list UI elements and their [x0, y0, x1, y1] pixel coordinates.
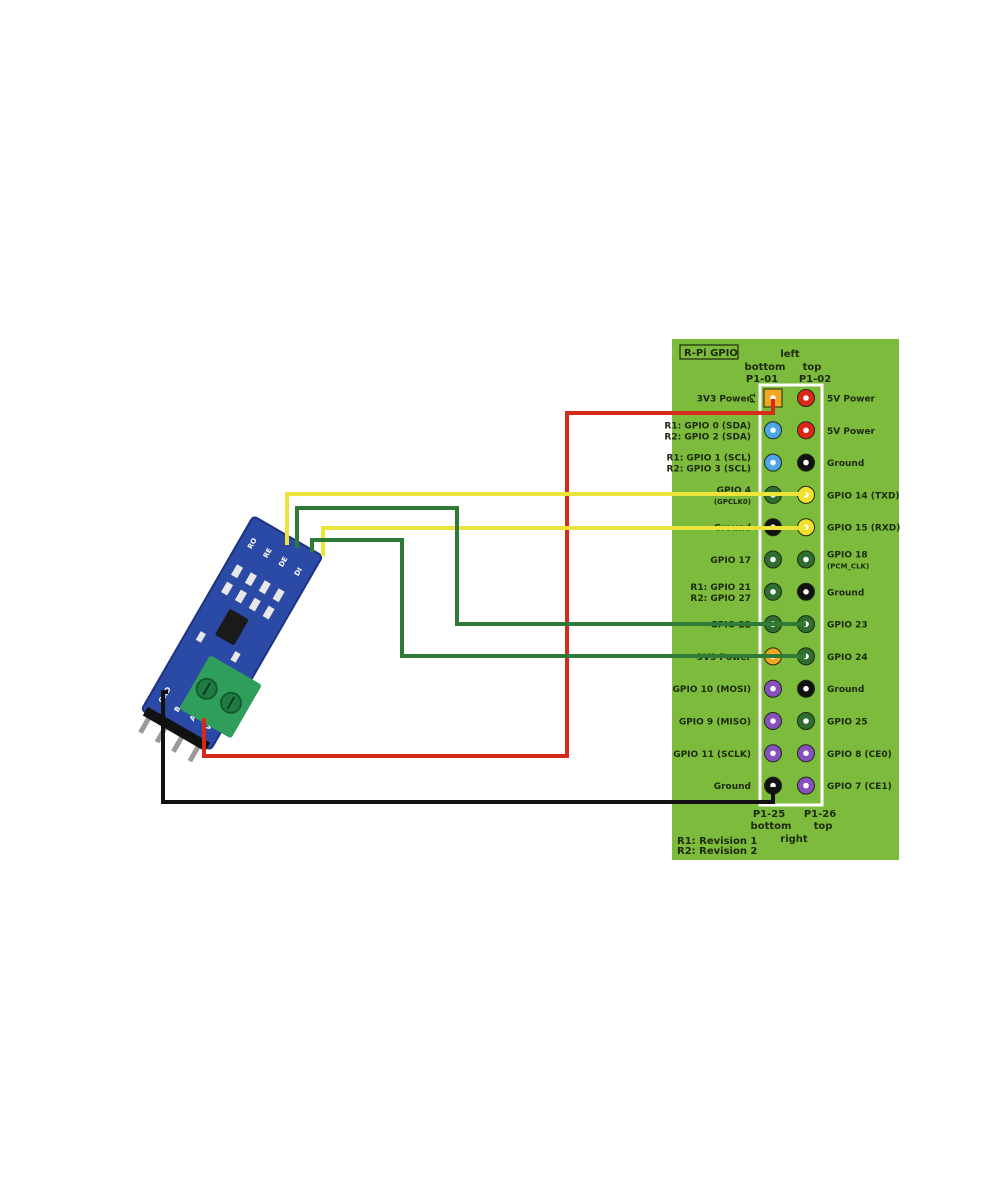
pin-right-label: GPIO 18 — [827, 551, 868, 561]
gpio-row: GPIO 11 (SCLK) GPIO 8 (CE0) — [673, 744, 892, 763]
pin-right-label: Ground — [827, 685, 864, 695]
gpio-row: R1: GPIO 1 (SCL)R2: GPIO 3 (SCL) Ground — [667, 453, 864, 475]
pin-p1-26-label: P1-26 — [804, 809, 836, 820]
footer-top-label: top — [814, 821, 833, 832]
pin-hole — [770, 589, 776, 595]
pin-label-b: B — [173, 705, 183, 714]
pin-hole — [770, 459, 776, 466]
wires — [161, 399, 806, 804]
gpio-row: GPIO 10 (MOSI) Ground — [673, 679, 864, 698]
pin-left-label: (GPCLK0) — [714, 498, 751, 506]
gpio-header: R-Pi GPIO left bottom top P1-01 P1-02 P1… — [664, 339, 900, 860]
pin-left-label: Ground — [714, 782, 751, 792]
orientation-bottom-label: bottom — [745, 362, 786, 373]
pin-hole — [770, 750, 776, 757]
pin-label-a: A — [188, 713, 198, 722]
gpio-title: R-Pi GPIO — [684, 348, 738, 359]
pin-hole — [770, 427, 776, 434]
pin-left-label: R2: GPIO 2 (SDA) — [664, 432, 751, 442]
orientation-top-label: top — [803, 362, 822, 373]
wire-ro-to-rxd — [321, 526, 806, 556]
pin-left-label: R1: GPIO 21 — [690, 583, 751, 593]
gpio-row: Ground GPIO 7 (CE1) — [714, 776, 892, 795]
gpio-row: 3V3 Power 5V Power — [697, 388, 876, 408]
pin-right-label: GPIO 7 (CE1) — [827, 782, 892, 792]
pin-header-outline — [758, 383, 824, 807]
pin-hole — [803, 395, 809, 401]
pin-hole — [803, 459, 809, 466]
pin-hole — [803, 556, 809, 563]
pin-label-di: DI — [293, 566, 304, 577]
gpio-row: GPIO 17 GPIO 18 (PCM_CLK) — [710, 550, 869, 571]
wire-vcc-to-3v3 — [202, 399, 775, 758]
module-header-pins — [138, 706, 211, 763]
pin-left-label: GPIO 4 — [717, 486, 751, 496]
pin-left-label: GPIO 17 — [710, 556, 751, 566]
pin-left-label: 3V3 Power — [697, 395, 752, 405]
pin-hole — [770, 685, 776, 692]
pin-right-label: Ground — [827, 459, 864, 469]
pin-hole — [803, 427, 809, 434]
pin-right-label: 5V Power — [827, 427, 876, 437]
pin-left-label: R2: GPIO 3 (SCL) — [667, 465, 752, 475]
pin-right-label: GPIO 23 — [827, 621, 868, 631]
wire-re-to-gpio23 — [295, 506, 806, 626]
pin-right-label: GPIO 15 (RXD) — [827, 524, 900, 534]
pin-left-label: GPIO 9 (MISO) — [679, 718, 751, 728]
orientation-left-label: left — [780, 349, 800, 360]
pin-hole — [803, 782, 809, 789]
pin-left-label: GPIO 10 (MOSI) — [673, 685, 751, 695]
gpio-title-box: R-Pi GPIO — [679, 344, 739, 360]
pin-hole — [770, 556, 776, 563]
pin-right-label: GPIO 14 (TXD) — [827, 491, 900, 501]
pin-left-label: R1: GPIO 1 (SCL) — [667, 454, 752, 464]
legend-revision-1: R1: Revision 1 — [677, 836, 757, 847]
pin-right-label: Ground — [827, 588, 864, 598]
legend-revision-2: R2: Revision 2 — [677, 846, 757, 857]
pin-hole — [770, 718, 776, 724]
pin-right-label: GPIO 8 (CE0) — [827, 750, 892, 760]
pin-hole — [803, 589, 809, 595]
pin-p1-25-label: P1-25 — [753, 809, 785, 820]
pin-hole — [803, 750, 809, 757]
pin-left-label: GPIO 11 (SCLK) — [673, 750, 751, 760]
screw-terminal — [180, 656, 261, 738]
wire-di-to-txd — [285, 492, 806, 545]
wire-gnd-to-ground — [161, 690, 775, 804]
pin-p1-01-label: P1-01 — [746, 374, 778, 385]
rs485-module: GND B A VCC RO RE DE — [138, 516, 323, 763]
p1-marker-label: P1 — [749, 393, 757, 403]
gpio-board-background — [672, 339, 899, 860]
pin-right-label: 5V Power — [827, 395, 876, 405]
gpio-row: R1: GPIO 0 (SDA)R2: GPIO 2 (SDA) 5V Power — [664, 421, 876, 442]
smd-components — [195, 564, 285, 663]
wire-de-to-gpio24 — [310, 538, 806, 658]
pin-hole — [803, 718, 809, 724]
footer-bottom-label: bottom — [751, 821, 792, 832]
pin-right-label: GPIO 24 — [827, 653, 868, 663]
pin-right-label: (PCM_CLK) — [827, 563, 869, 571]
ic-chip — [215, 609, 249, 645]
gpio-row: GPIO 9 (MISO) GPIO 25 — [679, 712, 868, 730]
pin-left-label: R1: GPIO 0 (SDA) — [664, 421, 751, 431]
pin-hole — [803, 685, 809, 692]
pin-p1-02-label: P1-02 — [799, 374, 831, 385]
pin-right-label: GPIO 25 — [827, 718, 868, 728]
footer-right-label: right — [780, 834, 808, 845]
pin-left-label: R2: GPIO 27 — [690, 594, 751, 604]
